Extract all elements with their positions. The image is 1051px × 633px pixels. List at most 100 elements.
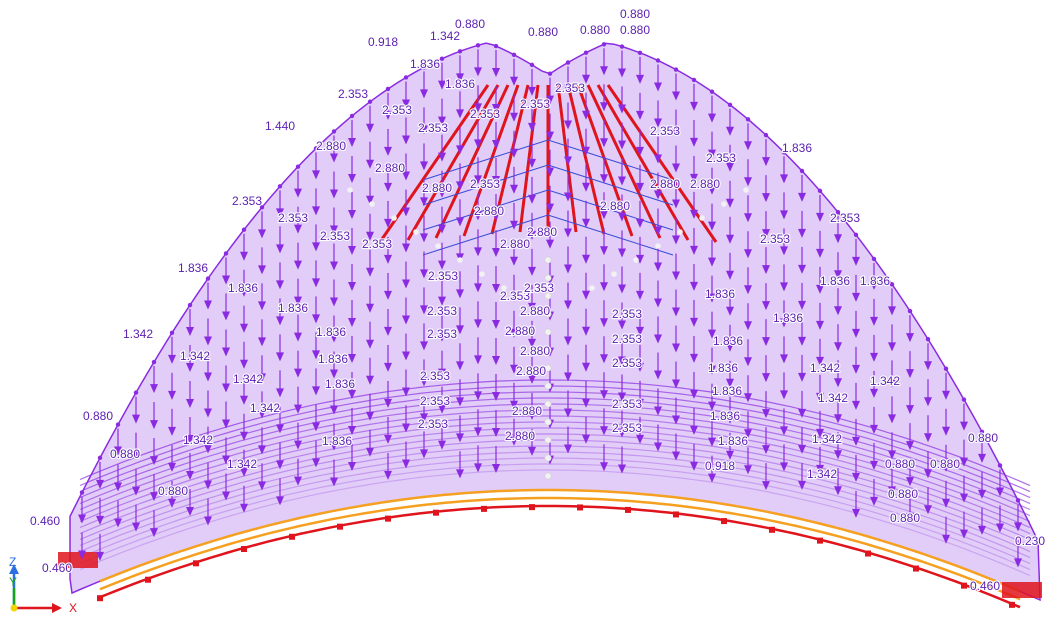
load-arrowhead (780, 426, 788, 436)
load-arrowhead (456, 73, 464, 83)
load-arrowhead (726, 198, 734, 208)
load-arrowhead (636, 254, 644, 264)
ridge-node (544, 472, 552, 480)
load-value-label: 0.880 (455, 17, 485, 31)
load-value-label: 2.353 (470, 177, 500, 191)
load-node (853, 232, 859, 238)
support-node (193, 560, 199, 567)
load-value-label: 2.353 (760, 232, 790, 246)
load-arrowhead (330, 477, 338, 487)
load-arrowhead (474, 211, 482, 221)
load-arrowhead (456, 109, 464, 119)
load-node (601, 42, 607, 47)
load-node (961, 397, 967, 402)
load-arrowhead (510, 364, 518, 374)
load-arrowhead (654, 370, 662, 380)
load-arrowhead (888, 450, 896, 460)
ridge-node (544, 418, 552, 426)
ridge-node (544, 454, 552, 462)
load-arrowhead (798, 300, 806, 310)
load-arrowhead (960, 529, 968, 539)
load-arrowhead (726, 450, 734, 460)
load-arrowhead (510, 328, 518, 338)
load-arrowhead (888, 414, 896, 424)
load-arrowhead (492, 212, 500, 222)
load-arrowhead (690, 101, 698, 111)
load-arrowhead (492, 320, 500, 330)
load-arrowhead (582, 254, 590, 264)
load-value-label: 2.353 (232, 194, 262, 208)
load-value-label: 2.353 (420, 394, 450, 408)
load-arrowhead (942, 534, 950, 544)
load-arrowhead (294, 440, 302, 450)
bracing-line (422, 139, 674, 181)
load-arrowhead (690, 389, 698, 399)
valley-node (655, 243, 661, 249)
load-arrowhead (1014, 558, 1022, 568)
load-node (547, 71, 553, 76)
load-arrowhead (294, 404, 302, 414)
load-arrowhead (780, 174, 788, 184)
load-arrowhead (816, 284, 824, 294)
bracing-line (422, 189, 674, 231)
load-arrowhead (438, 440, 446, 450)
load-arrowhead (546, 203, 554, 213)
load-node (763, 132, 769, 138)
valley-node (435, 243, 441, 249)
load-arrowhead (600, 354, 608, 364)
load-value-label: 1.342 (818, 391, 848, 405)
load-arrowhead (420, 449, 428, 459)
load-value-label: 1.836 (705, 287, 735, 301)
support-node (769, 526, 775, 533)
load-arrowhead (474, 355, 482, 365)
load-arrowhead (942, 426, 950, 436)
ridge-node (544, 364, 552, 372)
load-arrowhead (708, 185, 716, 195)
load-arrowhead (780, 318, 788, 328)
load-arrowhead (654, 262, 662, 272)
load-value-label: 2.880 (650, 177, 680, 191)
support-node (865, 550, 871, 557)
load-node (925, 337, 931, 342)
load-arrowhead (852, 436, 860, 446)
load-arrowhead (960, 493, 968, 503)
load-node (115, 422, 121, 427)
load-value-label: 2.880 (512, 404, 542, 418)
load-value-label: 2.353 (278, 211, 308, 225)
load-arrowhead (852, 400, 860, 410)
support-node (97, 595, 103, 602)
load-node (331, 129, 337, 134)
load-value-label: 1.836 (316, 325, 346, 339)
load-arrowhead (294, 260, 302, 270)
apex-rafter-member (518, 84, 540, 233)
load-arrowhead (204, 372, 212, 382)
load-arrowhead (492, 104, 500, 114)
load-node (277, 184, 283, 189)
load-node (745, 117, 751, 122)
load-value-label: 2.353 (612, 421, 642, 435)
load-arrowhead (258, 301, 266, 311)
load-arrowhead (402, 459, 410, 469)
load-arrowhead (798, 372, 806, 382)
load-value-label: 1.342 (233, 372, 263, 386)
load-value-label: 2.353 (338, 87, 368, 101)
load-value-label: 0.880 (890, 511, 920, 525)
load-arrowhead (600, 462, 608, 472)
load-arrowhead (708, 473, 716, 483)
load-arrowhead (780, 210, 788, 220)
left-support (58, 552, 98, 568)
load-value-label: 2.353 (427, 304, 457, 318)
load-arrowhead (816, 212, 824, 222)
load-arrowhead (456, 289, 464, 299)
load-arrowhead (582, 434, 590, 444)
load-arrowhead (240, 251, 248, 261)
load-arrowhead (636, 110, 644, 120)
load-value-label: 2.353 (524, 281, 554, 295)
load-arrowhead (294, 368, 302, 378)
ridge-node (544, 310, 552, 318)
load-arrowhead (258, 229, 266, 239)
load-arrowhead (708, 437, 716, 447)
load-arrowhead (438, 260, 446, 270)
